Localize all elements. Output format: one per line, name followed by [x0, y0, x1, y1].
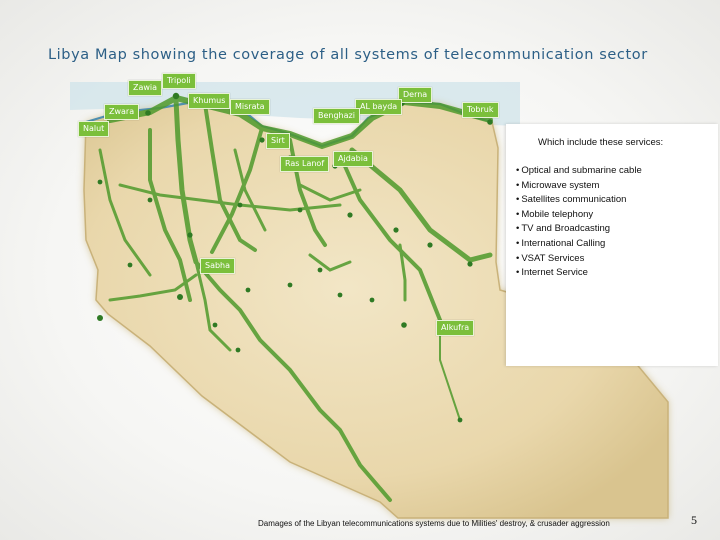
site-marker [212, 322, 218, 328]
site-marker [401, 322, 407, 328]
city-label-benghazi: Benghazi [313, 108, 360, 124]
service-item: International Calling [516, 237, 642, 252]
city-label-zwara: Zwara [104, 104, 140, 120]
city-label-misrata: Misrata [230, 99, 270, 115]
city-label-raslanof: Ras Lanof [280, 156, 330, 172]
site-marker [347, 212, 353, 218]
city-label-khumus: Khumus [188, 93, 231, 109]
site-marker [237, 202, 243, 208]
city-label-nalut: Nalut [78, 121, 110, 137]
footer-caption: Damages of the Libyan telecommunications… [258, 519, 610, 528]
service-item: Microwave system [516, 179, 642, 194]
site-marker [145, 110, 151, 116]
site-marker [147, 197, 153, 203]
site-marker [487, 119, 493, 125]
city-label-tripoli: Tripoli [162, 73, 196, 89]
city-label-alkufra: Alkufra [436, 320, 475, 336]
service-item: TV and Broadcasting [516, 222, 642, 237]
city-label-derna: Derna [398, 87, 433, 103]
services-list: Optical and submarine cable Microwave sy… [516, 164, 642, 281]
site-marker [467, 261, 473, 267]
city-label-sirt: Sirt [266, 133, 290, 149]
service-item: VSAT Services [516, 252, 642, 267]
site-marker [127, 262, 133, 268]
city-label-zawia: Zawia [128, 80, 163, 96]
site-marker [97, 315, 103, 321]
site-marker [369, 297, 375, 303]
site-marker [97, 179, 103, 185]
service-item: Satellites communication [516, 193, 642, 208]
site-marker [287, 282, 293, 288]
site-marker [172, 92, 180, 100]
city-label-tobruk: Tobruk [462, 102, 499, 118]
site-marker [245, 287, 251, 293]
services-title: Which include these services: [538, 137, 664, 148]
page-title: Libya Map showing the coverage of all sy… [48, 47, 648, 63]
city-label-sabha: Sabha [200, 258, 236, 274]
site-marker [427, 242, 433, 248]
site-marker [393, 227, 399, 233]
page-number: 5 [691, 513, 697, 527]
site-marker [259, 137, 265, 143]
service-item: Mobile telephony [516, 208, 642, 223]
city-label-albayda: AL bayda [355, 99, 403, 115]
services-panel: Which include these services: Optical an… [506, 124, 718, 366]
service-item: Internet Service [516, 266, 642, 281]
site-marker [235, 347, 241, 353]
site-marker [177, 294, 183, 300]
site-marker [187, 232, 193, 238]
site-marker [317, 267, 323, 273]
site-marker [297, 207, 303, 213]
site-marker [337, 292, 343, 298]
city-label-ajdabia: Ajdabia [333, 151, 373, 167]
site-marker [457, 417, 463, 423]
service-item: Optical and submarine cable [516, 164, 641, 179]
